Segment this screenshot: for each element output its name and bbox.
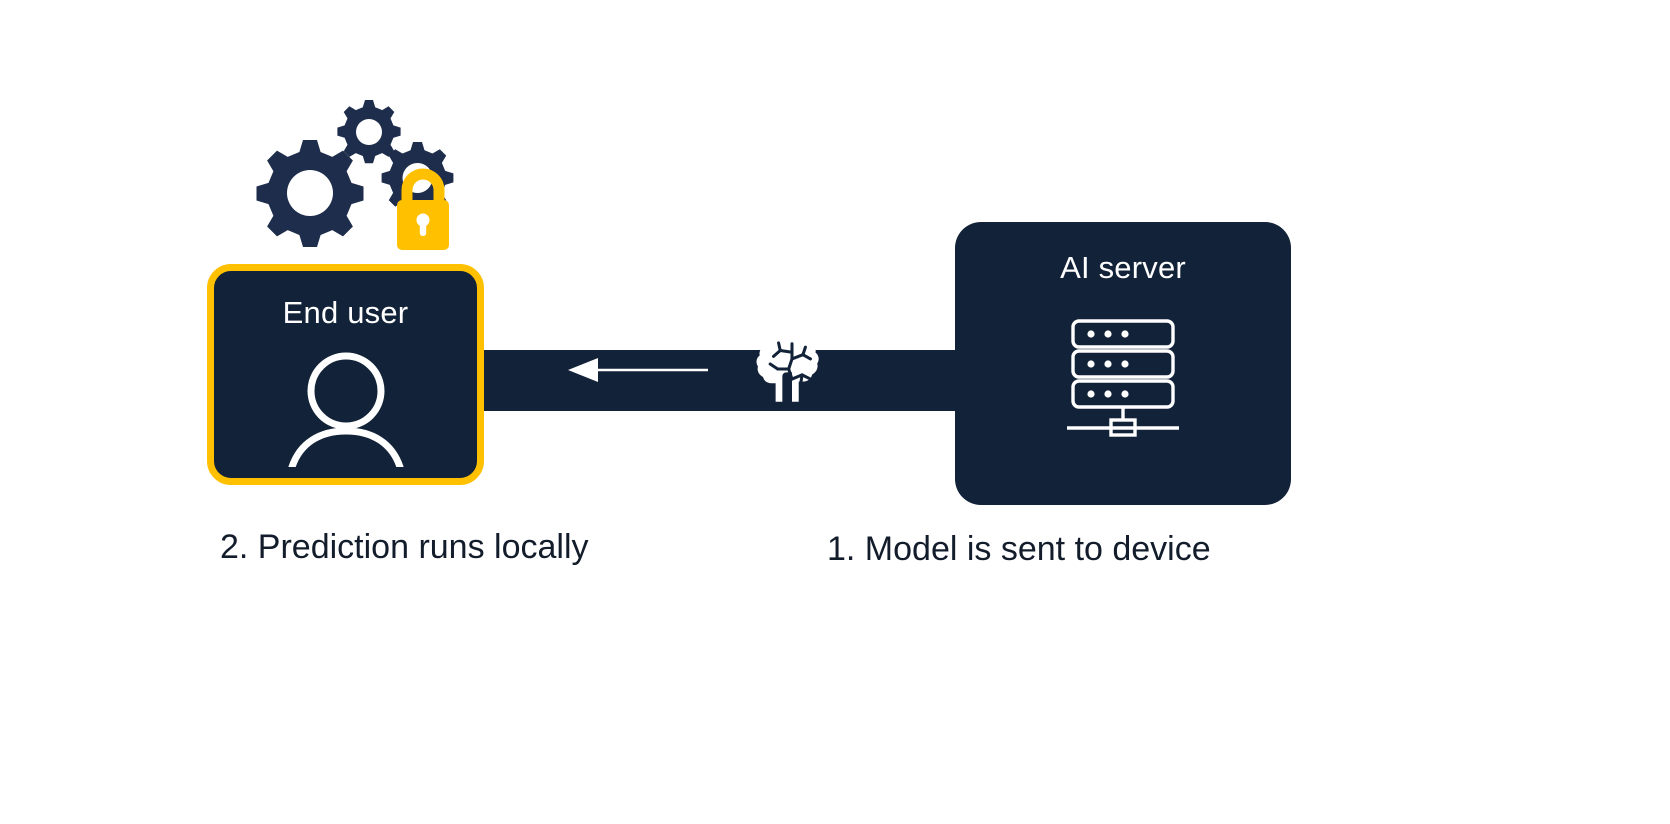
padlock-icon (397, 168, 449, 250)
gear-large-left-icon (256, 140, 364, 247)
brain-icon (756, 335, 819, 402)
arrow-left-icon (568, 358, 708, 382)
node-ai-server-label: AI server (1060, 250, 1186, 285)
person-icon (288, 352, 403, 467)
model-transfer-connector (478, 335, 973, 411)
node-end-user[interactable]: End user (207, 264, 484, 485)
server-rack-icon (1067, 319, 1179, 437)
caption-prediction-runs-locally: 2. Prediction runs locally (220, 528, 589, 566)
gears-lock-badge (256, 100, 454, 250)
caption-model-is-sent-to-device: 1. Model is sent to device (827, 530, 1211, 568)
node-ai-server[interactable]: AI server (955, 222, 1291, 505)
gear-small-top-icon (337, 100, 401, 164)
node-end-user-label: End user (282, 295, 409, 330)
